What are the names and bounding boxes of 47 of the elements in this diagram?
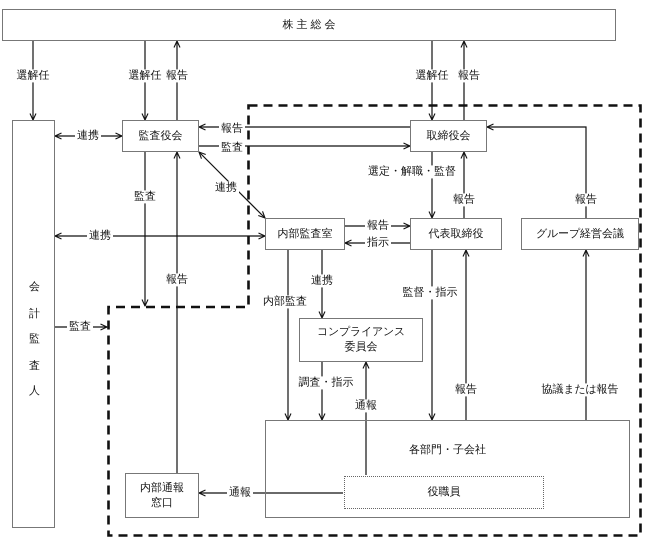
org-box: 内部監査室 [265, 218, 345, 250]
edge-label: 指示 [365, 236, 391, 250]
org-box: コンプライアンス委員会 [299, 318, 423, 362]
arrow [173, 151, 181, 473]
edge-label: 監査 [132, 190, 158, 204]
arrow [462, 249, 470, 420]
edge-label: 監査 [67, 320, 93, 334]
edge-label: 選解任 [414, 69, 450, 83]
org-box: 会計監査人 [12, 120, 55, 528]
edge-label: 報告 [456, 69, 482, 83]
edge-label: 連携 [309, 274, 335, 288]
edge-label: 報告 [453, 383, 479, 397]
edge-label: 連携 [75, 129, 101, 143]
edge-label: 報告 [219, 122, 245, 136]
edge-label: 監査 [219, 141, 245, 155]
edge-label: 調査・指示 [296, 376, 356, 390]
edge-label: 選解任 [126, 69, 164, 83]
org-box: 役職員 [344, 476, 544, 509]
arrow [362, 361, 370, 475]
edge-label: 報告 [164, 273, 190, 287]
edge-label: 選解任 [14, 69, 52, 83]
org-box: グループ経営会議 [521, 218, 639, 250]
arrow [141, 152, 149, 307]
org-box: 内部通報窓口 [125, 473, 199, 518]
edge-label: 報告 [451, 193, 477, 207]
edge-label: 連携 [87, 229, 113, 243]
edge-label: 報告 [365, 219, 391, 233]
edge-label: 選定・解職・監督 [366, 165, 458, 179]
arrow [582, 249, 590, 420]
arrow [486, 123, 587, 218]
edge-label: 報告 [164, 69, 190, 83]
edge-label: 連携 [213, 181, 239, 195]
org-box: 代表取締役 [410, 218, 502, 250]
heading-text: 各部門・子会社 [408, 443, 487, 458]
org-box: 株 主 総 会 [2, 9, 616, 41]
arrow [54, 232, 266, 240]
edge-label: 通報 [227, 486, 253, 500]
org-box: 監査役会 [122, 120, 199, 152]
edge-label: 内部監査 [261, 295, 309, 309]
org-box [265, 420, 630, 518]
edge-label: 通報 [353, 399, 379, 413]
edge-label: 監督・指示 [400, 286, 460, 300]
edge-label: 協議または報告 [540, 383, 620, 397]
edge-label: 報告 [573, 193, 599, 207]
arrow [428, 250, 436, 421]
arrow [284, 250, 292, 421]
org-box: 取締役会 [410, 120, 487, 152]
